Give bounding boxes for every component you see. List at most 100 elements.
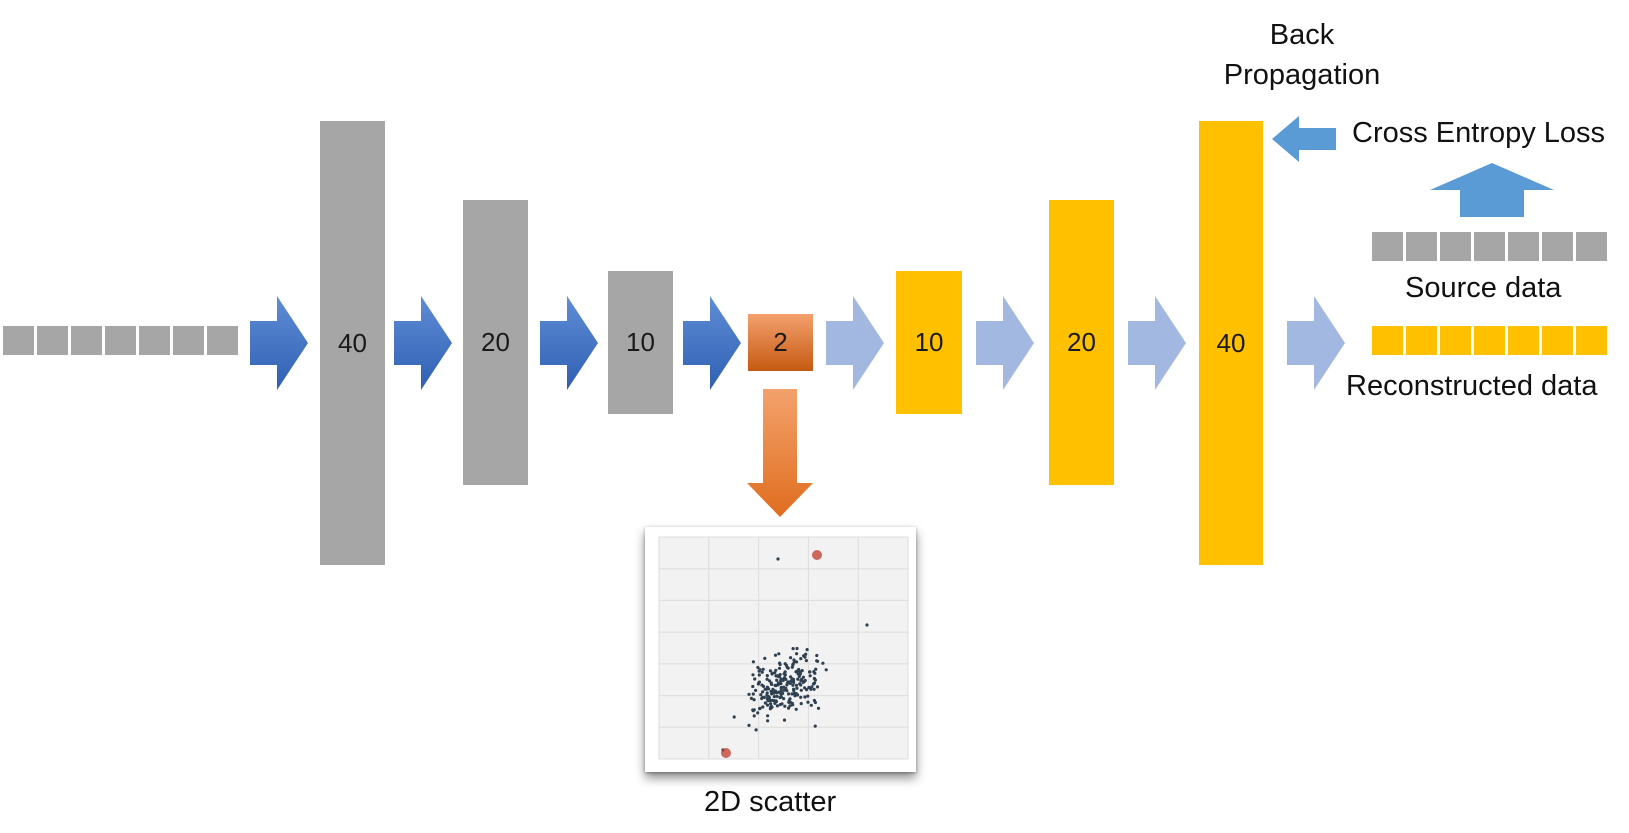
scatter-point	[777, 666, 782, 670]
scatter-point	[780, 702, 784, 706]
source-vector-cell	[1372, 232, 1403, 261]
scatter-point	[790, 692, 794, 696]
scatter-point	[756, 665, 760, 670]
scatter-point	[788, 681, 792, 685]
scatter-point	[751, 684, 755, 689]
input-vector-cell	[173, 326, 204, 355]
scatter-point	[799, 657, 803, 661]
scatter-point	[773, 653, 778, 657]
scatter-point	[791, 663, 795, 667]
reconstructed-vector-cell	[1406, 326, 1437, 355]
scatter-point	[751, 660, 755, 664]
scatter-point	[783, 673, 787, 677]
scatter-point	[771, 687, 775, 691]
scatter-point	[814, 667, 818, 671]
scatter-highlight-point	[721, 748, 731, 758]
scatter-point	[761, 695, 765, 700]
scatter-point	[779, 686, 783, 691]
scatter-point	[805, 648, 809, 652]
scatter-point	[787, 692, 791, 696]
scatter-point	[773, 671, 777, 675]
encoder-layer-10-label: 10	[626, 327, 655, 357]
scatter-point	[752, 698, 756, 702]
scatter-point	[799, 678, 803, 682]
scatter-point	[795, 686, 799, 690]
scatter-point	[806, 700, 810, 704]
scatter-point	[784, 677, 788, 681]
scatter-point	[799, 695, 803, 699]
scatter-point	[791, 683, 795, 687]
scatter-point	[810, 685, 814, 689]
scatter-point	[782, 697, 786, 701]
back-propagation-arrow	[1272, 116, 1336, 162]
scatter-point	[757, 673, 761, 677]
scatter-point	[782, 718, 787, 722]
scatter-point	[754, 688, 758, 692]
scatter-point	[789, 656, 793, 660]
scatter-point	[806, 694, 810, 698]
scatter-point	[751, 692, 755, 696]
scatter-point	[775, 704, 779, 708]
latent-layer-label: 2	[773, 327, 788, 357]
scatter-point	[765, 703, 770, 707]
scatter-highlight-point	[812, 550, 822, 560]
source-data-label: Source data	[1405, 272, 1562, 304]
reconstructed-data-vector	[1372, 326, 1607, 355]
decoder-layer-10: 10	[896, 271, 962, 414]
scatter-point	[783, 704, 787, 708]
scatter-point	[751, 673, 755, 677]
scatter-point	[766, 719, 770, 723]
encoder-layer-40: 40	[320, 121, 385, 565]
scatter-point	[794, 683, 799, 687]
scatter-point	[775, 694, 779, 698]
scatter-point	[786, 680, 790, 684]
scatter-point	[763, 687, 767, 691]
scatter-point	[799, 688, 803, 692]
scatter-point	[811, 682, 816, 686]
scatter-point	[774, 668, 778, 672]
scatter-point	[761, 690, 765, 694]
scatter-point	[753, 677, 757, 681]
encoder-arrow-3	[540, 296, 598, 390]
scatter-point	[766, 699, 770, 703]
input-vector-cell	[3, 326, 34, 355]
scatter-point	[775, 678, 779, 682]
scatter-point	[768, 707, 772, 711]
scatter-point	[794, 692, 798, 696]
reconstructed-data-label: Reconstructed data	[1346, 370, 1598, 402]
scatter-point	[788, 697, 792, 701]
scatter-point	[776, 681, 780, 685]
decoder-layer-10-label: 10	[914, 327, 944, 357]
source-vector-cell	[1576, 232, 1607, 261]
scatter-point	[813, 724, 817, 728]
scatter-point	[757, 680, 761, 684]
scatter-point	[769, 681, 773, 685]
scatter-point	[760, 683, 764, 687]
loss-up-arrow	[1430, 163, 1554, 217]
scatter-point	[767, 696, 771, 700]
source-vector-cell	[1406, 232, 1437, 261]
scatter-point	[809, 687, 813, 691]
scatter-point	[763, 656, 767, 660]
scatter-point	[808, 674, 812, 678]
encoder-layer-10: 10	[608, 271, 673, 414]
scatter-point	[798, 672, 802, 676]
decoder-layer-20: 20	[1049, 200, 1114, 485]
scatter-point	[760, 670, 764, 674]
scatter-down-arrow	[747, 389, 813, 517]
scatter-point	[797, 667, 801, 672]
decoder-layer-40: 40	[1199, 121, 1263, 565]
scatter-point	[801, 675, 805, 679]
source-data-vector	[1372, 232, 1607, 261]
scatter-point	[763, 701, 767, 705]
scatter-point	[758, 707, 762, 711]
scatter-point	[772, 695, 776, 699]
scatter-point	[749, 696, 753, 700]
scatter-point	[790, 701, 794, 705]
scatter-point	[773, 683, 777, 687]
scatter-point	[791, 677, 796, 682]
scatter-point	[777, 652, 781, 656]
decoder-layer-20-label: 20	[1067, 327, 1096, 357]
scatter-point	[765, 677, 769, 681]
scatter-point	[766, 714, 770, 718]
